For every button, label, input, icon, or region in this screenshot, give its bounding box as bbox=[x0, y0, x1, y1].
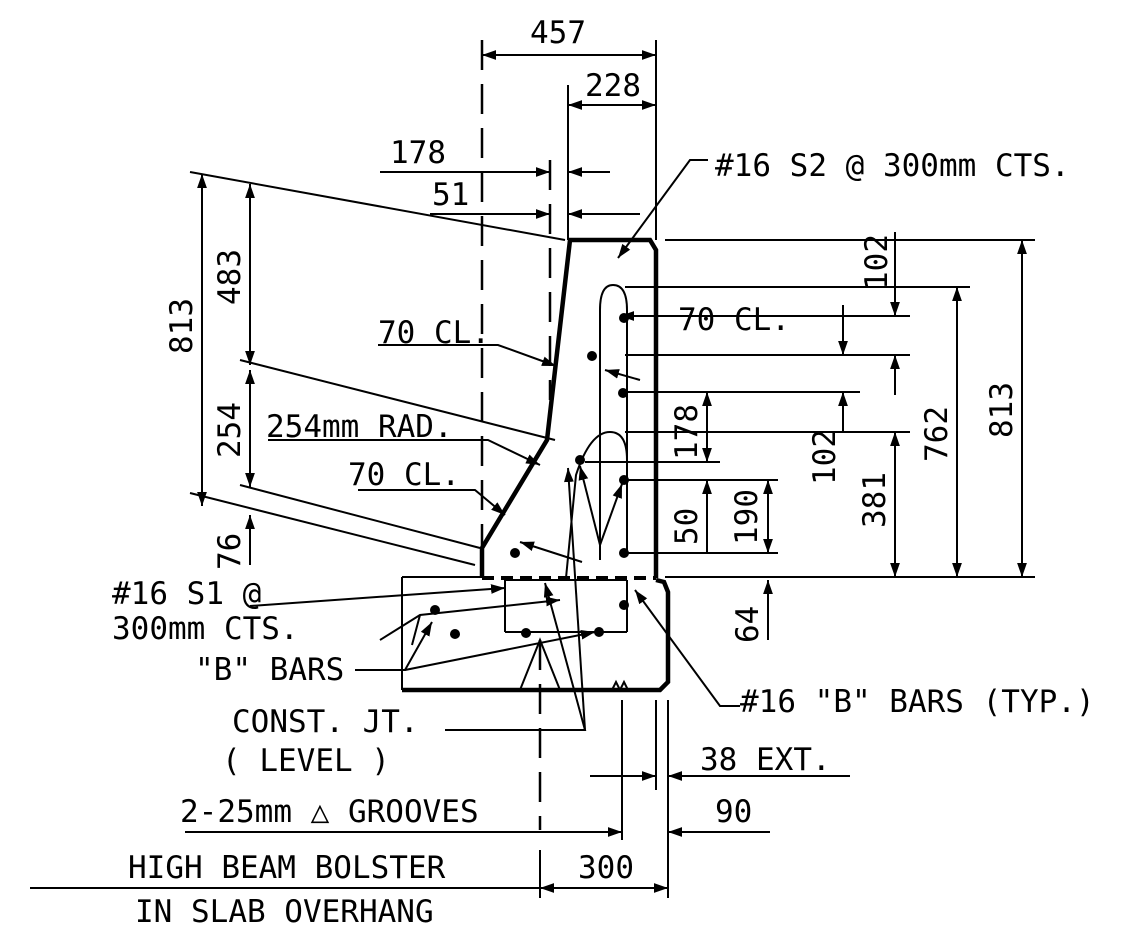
bar-dot bbox=[510, 548, 520, 558]
label-38-ext: 38 EXT. bbox=[700, 742, 831, 778]
dim-102-mid: 102 bbox=[807, 429, 843, 485]
s2-stirrup bbox=[599, 283, 628, 560]
right-dimensions: 102 102 178 50 190 381 762 813 64 bbox=[585, 232, 1035, 643]
dim-178-top: 178 bbox=[390, 135, 446, 171]
bar-dot bbox=[594, 627, 604, 637]
label-70cl-upper-right: 70 CL. bbox=[678, 302, 790, 338]
dim-381: 381 bbox=[857, 472, 893, 528]
dim-190: 190 bbox=[729, 489, 765, 545]
reference-lines bbox=[480, 40, 669, 898]
dim-813-right: 813 bbox=[984, 382, 1020, 438]
bar-dot bbox=[450, 629, 460, 639]
label-b-bars-typ: #16 "B" BARS (TYP.) bbox=[740, 684, 1095, 720]
s1-stirrup bbox=[565, 430, 628, 579]
dim-813-left: 813 bbox=[164, 298, 200, 354]
bar-dot bbox=[521, 628, 531, 638]
label-s1-line2: 300mm CTS. bbox=[112, 611, 299, 647]
bar-dot bbox=[619, 600, 629, 610]
dim-102-top: 102 bbox=[859, 234, 895, 290]
dim-254: 254 bbox=[212, 402, 248, 458]
bar-dot bbox=[618, 388, 628, 398]
label-70cl-lower: 70 CL. bbox=[348, 457, 460, 493]
label-grooves: 2-25mm △ GROOVES bbox=[180, 794, 479, 830]
groove-marks bbox=[611, 679, 629, 693]
dim-228: 228 bbox=[585, 68, 641, 104]
dim-50: 50 bbox=[669, 508, 705, 545]
label-const-jt-line2: ( LEVEL ) bbox=[222, 743, 390, 779]
left-dimensions: 813 483 254 76 bbox=[164, 171, 566, 570]
dim-762: 762 bbox=[919, 406, 955, 462]
label-s2-bars: #16 S2 @ 300mm CTS. bbox=[715, 148, 1070, 184]
bar-dot bbox=[587, 351, 597, 361]
dim-457: 457 bbox=[530, 15, 586, 51]
bar-dot bbox=[619, 313, 629, 323]
bar-dot bbox=[619, 475, 629, 485]
dim-64: 64 bbox=[730, 606, 766, 643]
label-bolster-line1: HIGH BEAM BOLSTER bbox=[128, 850, 446, 886]
label-b-bars: "B" BARS bbox=[195, 652, 344, 688]
dim-300: 300 bbox=[578, 850, 634, 886]
dim-51: 51 bbox=[432, 177, 469, 213]
barrier-outline bbox=[479, 237, 659, 578]
label-bolster-line2: IN SLAB OVERHANG bbox=[135, 894, 434, 930]
label-s1-line1: #16 S1 @ bbox=[112, 576, 261, 612]
dim-90: 90 bbox=[715, 794, 752, 830]
dim-178-mid: 178 bbox=[669, 404, 705, 460]
deck-slab bbox=[401, 576, 671, 693]
bar-dot bbox=[575, 455, 585, 465]
callouts: #16 S2 @ 300mm CTS. 70 CL. 70 CL. 254mm … bbox=[30, 148, 1095, 930]
dim-483: 483 bbox=[212, 249, 248, 305]
dim-76: 76 bbox=[212, 533, 248, 570]
bar-dot bbox=[619, 548, 629, 558]
top-dimensions: 457 228 178 51 bbox=[380, 15, 656, 219]
label-const-jt-line1: CONST. JT. bbox=[232, 704, 419, 740]
